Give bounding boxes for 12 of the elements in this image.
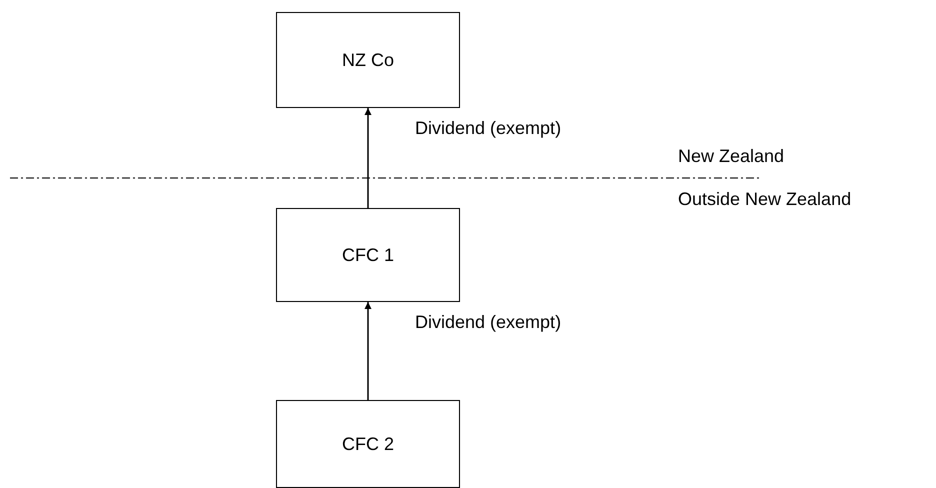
entity-box (276, 12, 460, 108)
arrow (364, 108, 372, 208)
entity-name: NZ Co (342, 50, 394, 70)
entity-box (276, 208, 460, 302)
region-label: Outside New Zealand (678, 189, 852, 210)
edge-label: Dividend (exempt) (415, 312, 562, 333)
edge-label: Dividend (exempt) (415, 118, 562, 139)
entity-name: CFC 1 (342, 244, 394, 266)
region-label: New Zealand (678, 146, 784, 167)
arrow (364, 302, 372, 400)
entity-name: CFC 2 (342, 434, 394, 454)
entity-box (276, 400, 460, 488)
